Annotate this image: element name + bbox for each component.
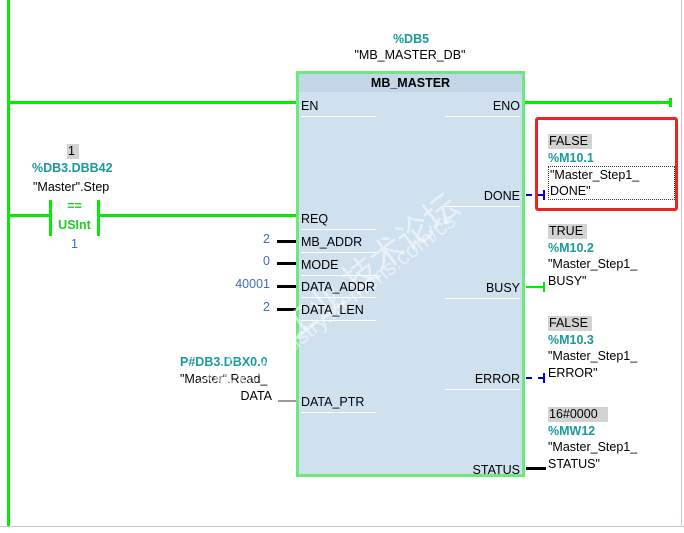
mb-addr-value[interactable]: 2 [263,232,270,246]
comparator-monitor-value: 1 [67,144,79,159]
data-len-wire [277,308,296,311]
instance-db-address[interactable]: %DB5 [392,32,430,46]
busy-wire-end [543,282,545,292]
data-ptr-name-line2[interactable]: DATA [240,389,272,403]
done-address[interactable]: %M10.1 [548,150,594,165]
pin-eno[interactable]: ENO [444,99,521,117]
done-monitor-value: FALSE [548,134,592,149]
error-wire [526,377,544,379]
pin-mb-addr[interactable]: MB_ADDR [301,235,377,253]
pin-req[interactable]: REQ [301,212,377,230]
status-monitor-value: 16#0000 [548,407,608,422]
network-bottom-border [0,526,684,527]
pin-data-addr[interactable]: DATA_ADDR [301,280,376,298]
comparator-operand-address[interactable]: %DB3.DBB42 [32,161,113,175]
busy-output[interactable]: TRUE %M10.2 "Master_Step1_ BUSY" [548,223,637,289]
req-wire[interactable] [99,214,297,217]
comparator-operand-name[interactable]: "Master".Step [33,180,110,194]
status-wire [526,467,546,470]
data-len-value[interactable]: 2 [263,300,270,314]
status-name-line2[interactable]: STATUS" [548,456,600,471]
mode-wire [277,262,296,265]
data-ptr-address[interactable]: P#DB3.DBX0.0 [180,355,268,369]
left-power-rail [7,0,10,526]
comparator-right-bar [97,200,100,236]
error-name-line2[interactable]: ERROR" [548,365,598,380]
eno-wire-end [669,98,672,107]
pin-status[interactable]: STATUS [444,463,521,481]
comparator-type[interactable]: USInt [58,218,91,232]
status-address[interactable]: %MW12 [548,423,596,438]
eno-wire[interactable] [524,101,670,104]
network-right-border [681,0,682,526]
pin-data-ptr[interactable]: DATA_PTR [301,395,377,413]
data-addr-value[interactable]: 40001 [235,277,270,291]
busy-monitor-value: TRUE [548,224,588,239]
mode-value[interactable]: 0 [263,254,270,268]
status-name-line1[interactable]: "Master_Step1_ [548,440,638,454]
pin-done[interactable]: DONE [444,189,521,207]
pin-en[interactable]: EN [301,99,378,117]
error-name-line1[interactable]: "Master_Step1_ [548,349,638,363]
comparator-operator[interactable]: == [67,199,82,213]
busy-name-line1[interactable]: "Master_Step1_ [548,257,638,271]
en-wire[interactable] [9,101,297,104]
status-output[interactable]: 16#0000 %MW12 "Master_Step1_ STATUS" [548,406,637,472]
req-wire-left [9,214,50,217]
pin-busy[interactable]: BUSY [444,281,521,299]
done-output[interactable]: FALSE %M10.1 "Master_Step1_ DONE" [548,133,675,200]
done-wire-end [543,190,545,200]
busy-address[interactable]: %M10.2 [548,240,594,255]
data-ptr-name-line1[interactable]: "Master".Read_ [180,372,268,386]
done-wire [526,194,544,196]
data-addr-wire [277,285,296,288]
error-output[interactable]: FALSE %M10.3 "Master_Step1_ ERROR" [548,315,637,381]
done-highlight-box [535,117,678,211]
mb-addr-wire [277,240,296,243]
instance-db-name[interactable]: "MB_MASTER_DB" [354,48,466,62]
done-name-line2: DONE" [550,184,591,198]
comparator-left-bar [49,200,52,236]
data-ptr-wire [278,400,296,402]
error-address[interactable]: %M10.3 [548,332,594,347]
busy-wire [526,286,544,288]
done-name-line1: "Master_Step1_ [550,168,640,182]
busy-name-line2[interactable]: BUSY" [548,273,587,288]
done-tag-box[interactable]: "Master_Step1_ DONE" [548,166,675,200]
block-title: MB_MASTER [299,74,522,92]
mb-master-block[interactable]: MB_MASTER 西门子工业 技术论坛 support.industry.si… [194,71,525,481]
error-wire-end [543,373,545,383]
pin-data-len[interactable]: DATA_LEN [301,303,376,321]
pin-error[interactable]: ERROR [444,372,521,390]
error-monitor-value: FALSE [548,316,592,331]
pin-mode[interactable]: MODE [301,258,376,276]
comparator-compare-value[interactable]: 1 [71,237,78,251]
